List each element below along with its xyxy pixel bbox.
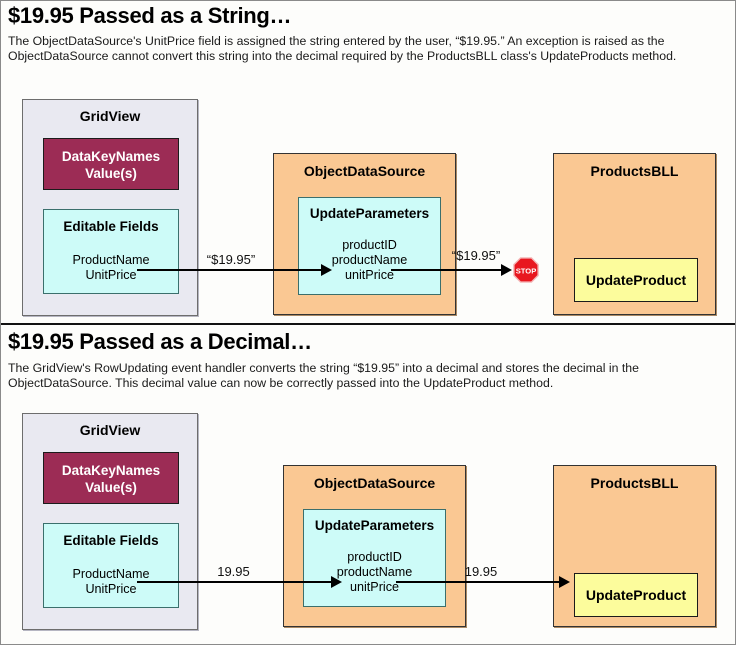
section-string-case: $19.95 Passed as a String… The ObjectDat… xyxy=(1,1,735,323)
diagram-decimal-case: GridView DataKeyNames Value(s) Editable … xyxy=(1,325,735,644)
arrow-gridview-to-ods-line xyxy=(137,269,323,271)
editable-field-unitprice: UnitPrice xyxy=(85,268,137,282)
update-param-productid: productID xyxy=(347,550,402,564)
datakeynames-line2: Value(s) xyxy=(85,480,137,495)
objectdatasource-title: ObjectDataSource xyxy=(313,475,436,491)
updateparameters-title: UpdateParameters xyxy=(314,518,435,533)
update-param-unitprice: unitPrice xyxy=(350,580,399,594)
productsbll-title: ProductsBLL xyxy=(590,163,679,179)
editable-field-productname: ProductName xyxy=(72,253,150,267)
section-decimal-case: $19.95 Passed as a Decimal… The GridView… xyxy=(1,323,735,644)
datakeynames-box: DataKeyNames Value(s) xyxy=(43,138,179,190)
diagram-string-case: GridView DataKeyNames Value(s) Editable … xyxy=(1,1,735,323)
arrow-gridview-to-ods-label: “$19.95” xyxy=(206,252,256,267)
section-description: The ObjectDataSource's UnitPrice field i… xyxy=(8,34,677,64)
datakeynames-line1: DataKeyNames xyxy=(61,463,161,478)
objectdatasource-title: ObjectDataSource xyxy=(303,163,426,179)
stop-sign-icon: STOP xyxy=(513,257,539,283)
updateproduct-label: UpdateProduct xyxy=(585,272,687,288)
arrow-ods-to-bll-line xyxy=(396,581,561,583)
editable-field-unitprice: UnitPrice xyxy=(85,582,137,596)
arrow-ods-to-bll-head xyxy=(559,576,570,588)
productsbll-title: ProductsBLL xyxy=(590,475,679,491)
arrow-gridview-to-ods-head xyxy=(331,576,342,588)
updateparameters-box: UpdateParameters productID productName u… xyxy=(298,197,441,295)
updateproduct-label: UpdateProduct xyxy=(585,587,687,603)
gridview-title: GridView xyxy=(79,108,141,124)
section-description: The GridView's RowUpdating event handler… xyxy=(8,361,639,391)
svg-text:STOP: STOP xyxy=(516,267,537,276)
gridview-title: GridView xyxy=(79,422,141,438)
updateproduct-box: UpdateProduct xyxy=(574,258,698,302)
arrow-ods-to-bll-label: “$19.95” xyxy=(451,248,501,263)
section-heading: $19.95 Passed as a String… xyxy=(8,3,292,28)
update-param-unitprice: unitPrice xyxy=(345,268,394,282)
updateproduct-box: UpdateProduct xyxy=(574,573,698,617)
update-param-productname: productName xyxy=(331,253,408,267)
updateparameters-box: UpdateParameters productID productName u… xyxy=(303,509,446,607)
section-heading: $19.95 Passed as a Decimal… xyxy=(8,329,312,354)
arrow-ods-to-bll-label: 19.95 xyxy=(464,564,498,579)
arrow-ods-to-bll-head xyxy=(501,264,512,276)
update-param-productid: productID xyxy=(342,238,397,252)
editable-fields-title: Editable Fields xyxy=(63,219,159,234)
datakeynames-line2: Value(s) xyxy=(85,166,137,181)
editable-fields-box: Editable Fields ProductName UnitPrice xyxy=(43,523,179,608)
arrow-ods-to-bll-line xyxy=(391,269,506,271)
arrow-gridview-to-ods-head xyxy=(321,264,332,276)
arrow-gridview-to-ods-label: 19.95 xyxy=(217,564,250,579)
editable-fields-box: Editable Fields ProductName UnitPrice xyxy=(43,209,179,294)
update-param-productname: productName xyxy=(336,565,413,579)
editable-field-productname: ProductName xyxy=(72,567,150,581)
datakeynames-line1: DataKeyNames xyxy=(61,149,161,164)
arrow-gridview-to-ods-line xyxy=(137,581,333,583)
datakeynames-box: DataKeyNames Value(s) xyxy=(43,452,179,504)
updateparameters-title: UpdateParameters xyxy=(309,206,430,221)
editable-fields-title: Editable Fields xyxy=(63,533,159,548)
